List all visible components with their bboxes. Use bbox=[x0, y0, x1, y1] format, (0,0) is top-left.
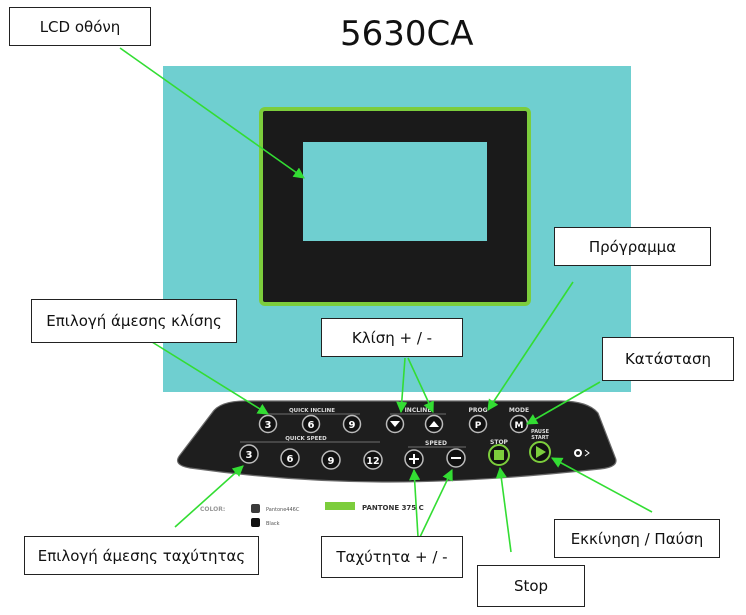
callout-program: Πρόγραμμα bbox=[554, 227, 711, 266]
program-icon: P bbox=[475, 421, 482, 431]
arrow-mode bbox=[526, 381, 601, 425]
quick-speed-button-3[interactable]: 9 bbox=[321, 450, 341, 470]
pantone446c-swatch bbox=[251, 504, 260, 513]
lcd-screen bbox=[303, 142, 487, 241]
quick-speed-button-4[interactable]: 12 bbox=[363, 450, 383, 470]
console-body bbox=[177, 400, 617, 483]
pause-label: PAUSE bbox=[531, 429, 550, 435]
arrow-quick-speed bbox=[174, 465, 244, 528]
arrow-incline-down bbox=[396, 357, 408, 414]
quick-speed-button-1[interactable]: 3 bbox=[239, 444, 259, 464]
arrow-quick-incline bbox=[151, 341, 269, 415]
model-title: 5630CA bbox=[340, 14, 474, 54]
incline-up-button[interactable] bbox=[424, 414, 444, 434]
mode-icon: M bbox=[515, 421, 524, 431]
callout-mode: Κατάσταση bbox=[602, 337, 734, 381]
pantone375c-label: PANTONE 375 C bbox=[362, 504, 424, 512]
arrow-stop bbox=[495, 466, 512, 553]
svg-text:12: 12 bbox=[366, 456, 379, 467]
callout-start-pause: Εκκίνηση / Παύση bbox=[554, 519, 720, 558]
program-button[interactable]: P bbox=[468, 414, 488, 434]
quick-speed-label: QUICK SPEED bbox=[285, 436, 327, 442]
quick-speed-button-2[interactable]: 6 bbox=[280, 448, 300, 468]
callout-lcd: LCD οθόνη bbox=[9, 7, 151, 46]
arrow-incline-up bbox=[407, 357, 434, 414]
color-legend-label: COLOR: bbox=[200, 506, 225, 513]
mode-button[interactable]: M bbox=[509, 414, 529, 434]
arrow-program bbox=[487, 281, 574, 411]
pantone375c-swatch bbox=[325, 502, 355, 510]
quick-incline-button-1[interactable]: 3 bbox=[258, 414, 278, 434]
svg-text:3: 3 bbox=[246, 450, 253, 461]
start-pause-button[interactable] bbox=[529, 441, 551, 463]
callout-quick-speed: Επιλογή άμεσης ταχύτητας bbox=[24, 536, 259, 575]
speed-down-button[interactable] bbox=[446, 448, 466, 468]
speed-up-button[interactable] bbox=[404, 449, 424, 469]
chevron-up-icon bbox=[429, 421, 439, 427]
quick-incline-button-3[interactable]: 9 bbox=[342, 414, 362, 434]
safety-key-icon bbox=[574, 449, 590, 457]
svg-text:9: 9 bbox=[349, 420, 356, 431]
black-swatch bbox=[251, 518, 260, 527]
svg-text:9: 9 bbox=[328, 456, 335, 467]
stop-button[interactable] bbox=[488, 444, 510, 466]
arrow-speed-up bbox=[409, 468, 421, 538]
svg-text:6: 6 bbox=[308, 420, 315, 431]
pantone446c-label: Pantone446C bbox=[266, 507, 300, 513]
incline-label: INCLINE bbox=[405, 407, 432, 414]
svg-text:3: 3 bbox=[265, 420, 272, 431]
plus-icon bbox=[409, 454, 419, 464]
mode-label: MODE bbox=[509, 407, 529, 414]
chevron-down-icon bbox=[390, 421, 400, 427]
start-label: START bbox=[531, 435, 549, 441]
arrow-lcd bbox=[119, 47, 305, 179]
play-icon bbox=[536, 446, 546, 458]
stop-label: STOP bbox=[490, 439, 509, 446]
callout-incline: Κλίση + / - bbox=[321, 318, 463, 357]
speed-label: SPEED bbox=[425, 440, 447, 447]
quick-incline-label: QUICK INCLINE bbox=[289, 408, 335, 414]
quick-incline-button-2[interactable]: 6 bbox=[301, 414, 321, 434]
arrow-start bbox=[551, 457, 653, 513]
callout-quick-incline: Επιλογή άμεσης κλίσης bbox=[31, 299, 237, 343]
callout-stop: Stop bbox=[477, 565, 585, 607]
callout-speed: Ταχύτητα + / - bbox=[321, 536, 463, 578]
arrow-speed-down bbox=[419, 468, 453, 538]
svg-text:6: 6 bbox=[287, 454, 294, 465]
incline-down-button[interactable] bbox=[385, 414, 405, 434]
stop-icon bbox=[494, 450, 504, 460]
black-label: Black bbox=[266, 521, 280, 527]
prog-label: PROG bbox=[468, 407, 487, 414]
